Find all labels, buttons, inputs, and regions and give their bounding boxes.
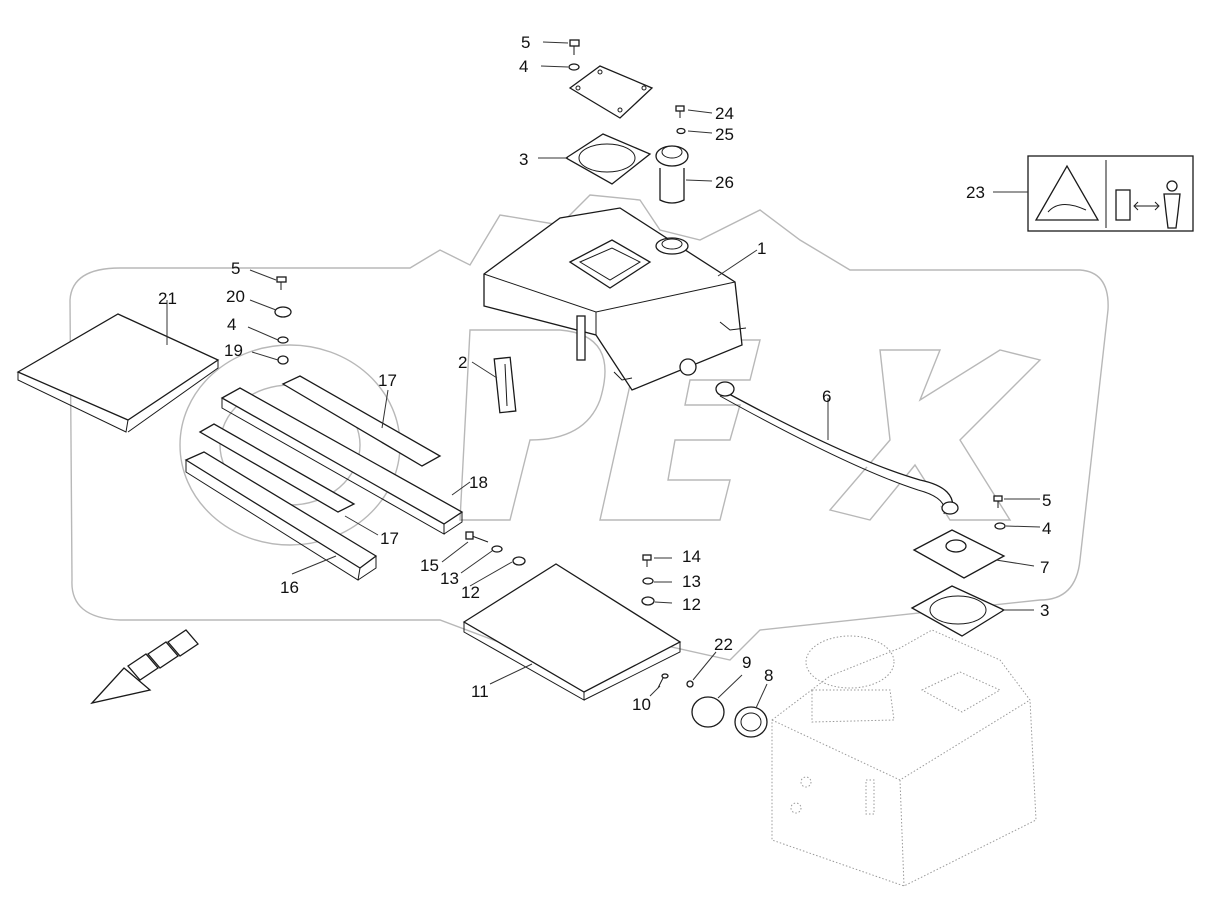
callout-6: 6	[822, 387, 831, 406]
callout-4: 4	[1042, 519, 1051, 538]
washer-top	[568, 63, 580, 71]
callout-1: 1	[757, 239, 766, 258]
bolt-24	[675, 105, 685, 118]
bolt-top	[569, 39, 580, 55]
gasket-8	[734, 706, 768, 738]
hydraulic-hose	[715, 381, 959, 515]
callout-24: 24	[715, 104, 734, 123]
callout-21: 21	[158, 289, 177, 308]
callout-labels: 5 4 24 25 3 26 23 1 5 21 20 4 19 2 17 6 …	[158, 33, 1051, 714]
callout-5: 5	[521, 33, 530, 52]
washer-13a	[491, 545, 503, 553]
callout-13: 13	[440, 569, 459, 588]
pad-17-upper	[281, 375, 442, 467]
double-arrow-icon	[1133, 201, 1160, 211]
washer-4b	[277, 336, 289, 344]
person-icon	[1163, 180, 1181, 229]
watermark-logo	[69, 194, 1109, 661]
callout-4: 4	[227, 315, 236, 334]
screw-10	[657, 673, 669, 689]
callout-5: 5	[1042, 491, 1051, 510]
washer-12a	[512, 556, 526, 566]
washer-12b	[641, 596, 655, 606]
callout-19: 19	[224, 341, 243, 360]
callout-13: 13	[682, 572, 701, 591]
callout-12: 12	[461, 583, 480, 602]
callout-17: 17	[378, 371, 397, 390]
callout-3: 3	[519, 150, 528, 169]
ghost-tank-assembly	[771, 629, 1037, 887]
gasket-top	[564, 133, 652, 185]
cover-9	[691, 696, 725, 728]
callout-12: 12	[682, 595, 701, 614]
callout-20: 20	[226, 287, 245, 306]
callout-2: 2	[458, 353, 467, 372]
hydraulic-tank	[483, 207, 747, 391]
washer-20	[274, 306, 292, 318]
callout-11: 11	[471, 682, 489, 701]
callout-10: 10	[632, 695, 651, 714]
callout-22: 22	[714, 635, 733, 654]
bolt-5c	[993, 495, 1003, 508]
callout-18: 18	[469, 473, 488, 492]
gasket-right	[910, 585, 1006, 637]
leader-lines	[166, 41, 1041, 709]
bolt-15	[465, 531, 489, 543]
callout-23: 23	[966, 183, 985, 202]
callout-15: 15	[420, 556, 439, 575]
callout-4: 4	[519, 57, 528, 76]
callout-9: 9	[742, 653, 751, 672]
rail-16	[184, 451, 378, 581]
callout-7: 7	[1040, 558, 1049, 577]
flange-7	[912, 529, 1006, 579]
callout-26: 26	[715, 173, 734, 192]
pad-17-lower	[198, 423, 356, 513]
callout-14: 14	[682, 547, 701, 566]
warning-decal	[1027, 155, 1194, 232]
callout-17: 17	[380, 529, 399, 548]
cover-plate-11	[462, 563, 682, 701]
distance-box-icon	[1115, 189, 1131, 221]
callout-25: 25	[715, 125, 734, 144]
sight-gauge	[493, 356, 517, 414]
washer-25	[676, 127, 686, 135]
bolt-5b	[276, 276, 287, 290]
callout-3: 3	[1040, 601, 1049, 620]
cover-plate	[568, 65, 654, 119]
bracket-18	[220, 387, 464, 535]
bolt-14	[642, 554, 652, 567]
side-cover	[16, 313, 220, 433]
filler-cap	[655, 145, 689, 204]
callout-16: 16	[280, 578, 299, 597]
plug-22	[686, 680, 694, 688]
callout-5: 5	[231, 259, 240, 278]
hot-surface-warning-icon	[1034, 164, 1100, 221]
washer-13b	[642, 577, 654, 585]
forward-direction-arrow-icon	[90, 629, 199, 705]
callout-8: 8	[764, 666, 773, 685]
washer-4c	[994, 522, 1006, 530]
nut-19	[277, 355, 289, 365]
